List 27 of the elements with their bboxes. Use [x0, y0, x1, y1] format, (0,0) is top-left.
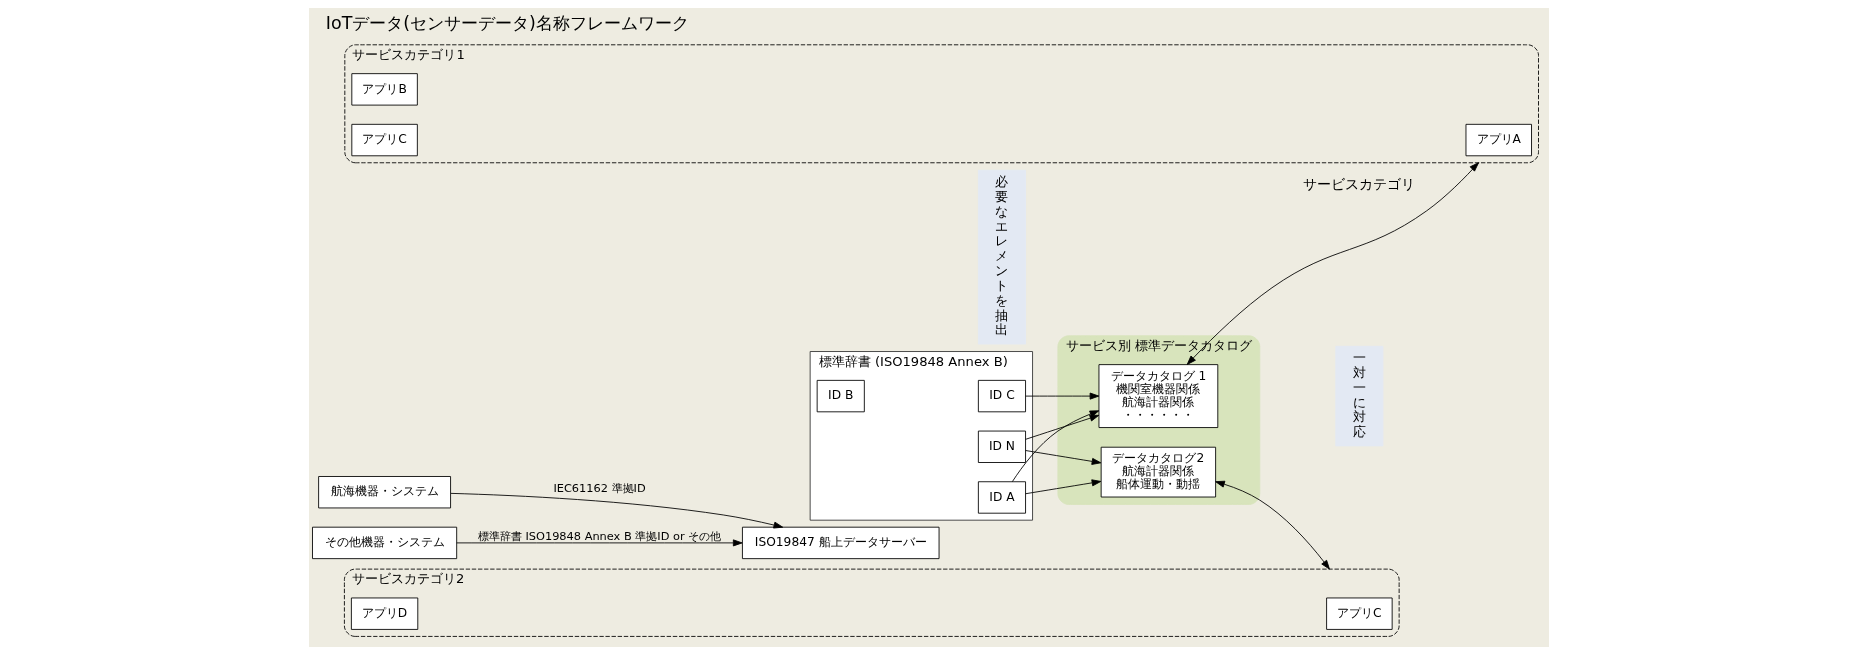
label: サービスカテゴリ — [1303, 175, 1416, 192]
node-box: ISO19847 船上データサーバー — [742, 526, 940, 560]
node-box: その他機器・システム — [312, 526, 458, 560]
node-box: ID B — [816, 379, 865, 413]
node-box: データカタログ 1 機関室機器関係 航海計器関係 ・・・・・・ — [1098, 364, 1219, 428]
node-box: アプリB — [351, 73, 418, 106]
diagram-title: IoTデータ(センサーデータ)名称フレームワーク — [325, 13, 689, 34]
node-box: ID N — [977, 430, 1026, 463]
node-box: データカタログ2 航海計器関係 船体運動・動揺 — [1100, 446, 1217, 498]
edge-label: IEC61162 準拠ID — [553, 480, 646, 495]
arrow — [456, 539, 743, 547]
arrow — [1025, 450, 1102, 465]
arrow — [1025, 479, 1102, 495]
arrow — [450, 492, 784, 529]
node-box: アプリD — [350, 597, 419, 630]
arrow — [1025, 414, 1100, 440]
node-box: ID C — [977, 379, 1026, 413]
node-box: 航海機器・システム — [318, 476, 451, 509]
node-box: アプリC — [1326, 597, 1393, 630]
arrow — [1011, 410, 1100, 483]
node-box: アプリA — [1465, 123, 1532, 157]
arrow — [1025, 392, 1100, 400]
arrow — [1186, 162, 1479, 365]
edge-label: 標準辞書 ISO19848 Annex B 準拠ID or その他 — [477, 528, 722, 543]
node-box: ID A — [977, 481, 1026, 514]
arrow — [1215, 480, 1330, 570]
node-box: アプリC — [351, 123, 418, 157]
